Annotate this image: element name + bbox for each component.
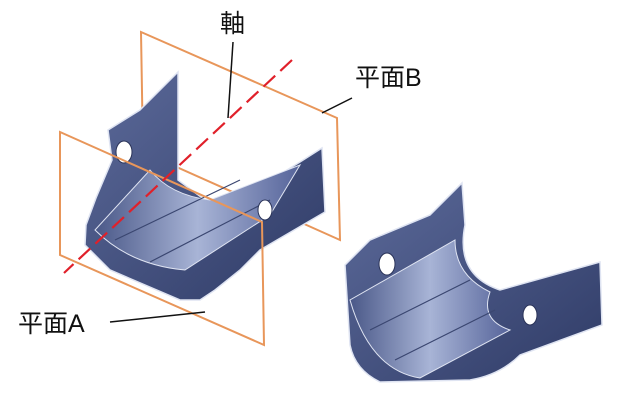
bracket-part-left	[84, 70, 326, 301]
plane-a-leader	[109, 311, 206, 323]
plane-b-label: 平面B	[355, 64, 422, 92]
axis-leader	[227, 41, 234, 119]
axis-line	[63, 59, 293, 274]
bracket-part-right	[344, 181, 603, 383]
plane-a	[59, 130, 266, 347]
plane-a-label: 平面A	[18, 310, 85, 338]
plane-b-leader	[321, 97, 353, 114]
axis-label: 軸	[220, 10, 246, 38]
